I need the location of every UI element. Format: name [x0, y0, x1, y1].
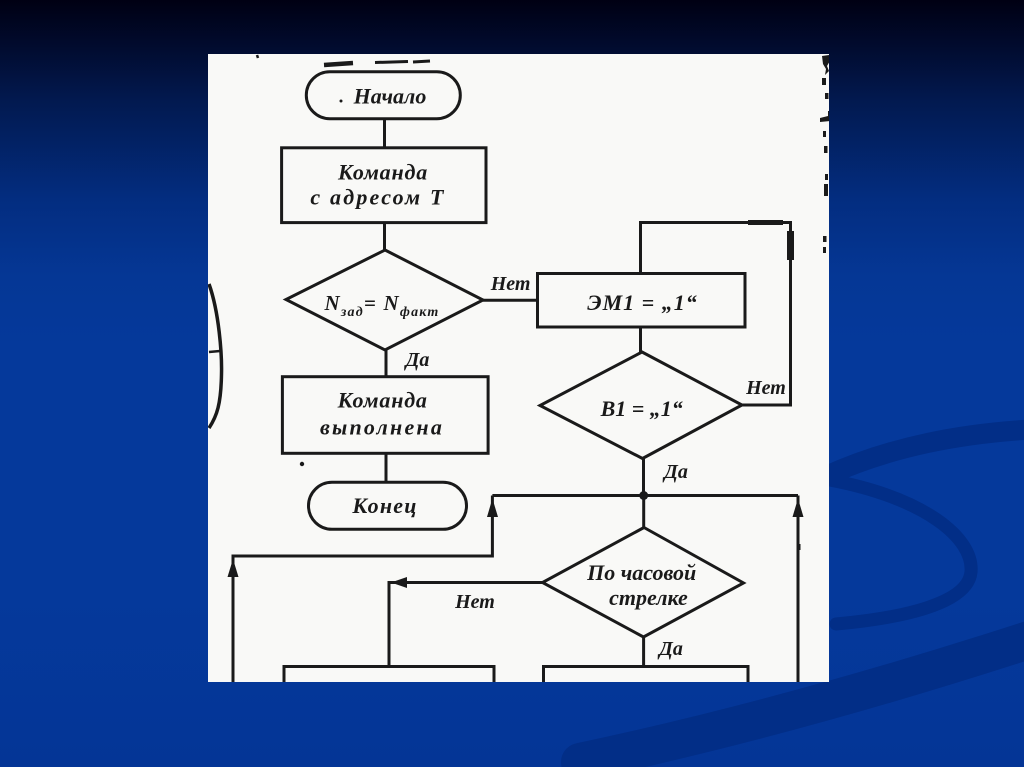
svg-text:стрелке: стрелке: [609, 585, 688, 610]
svg-text:Команда: Команда: [337, 388, 428, 413]
svg-text:По часовой: По часовой: [586, 560, 696, 585]
svg-text:выполнена: выполнена: [320, 415, 444, 440]
svg-text:Nзад= Nфакт: Nзад= Nфакт: [324, 291, 440, 320]
svg-text:Нет: Нет: [490, 273, 531, 295]
svg-text:Да: Да: [404, 349, 430, 371]
svg-text:Конец: Конец: [351, 493, 417, 518]
svg-text:В1 = „1“: В1 = „1“: [600, 396, 683, 421]
svg-text:ЭМ1 = „1“: ЭМ1 = „1“: [587, 290, 697, 315]
svg-text:Начало: Начало: [353, 84, 427, 109]
svg-text:Нет: Нет: [745, 377, 786, 399]
svg-text:Команда: Команда: [337, 160, 428, 185]
svg-text:Да: Да: [657, 638, 683, 660]
svg-text:Нет: Нет: [454, 591, 495, 613]
svg-text:Да: Да: [662, 461, 688, 483]
svg-text:с адресом Т: с адресом Т: [310, 185, 445, 210]
